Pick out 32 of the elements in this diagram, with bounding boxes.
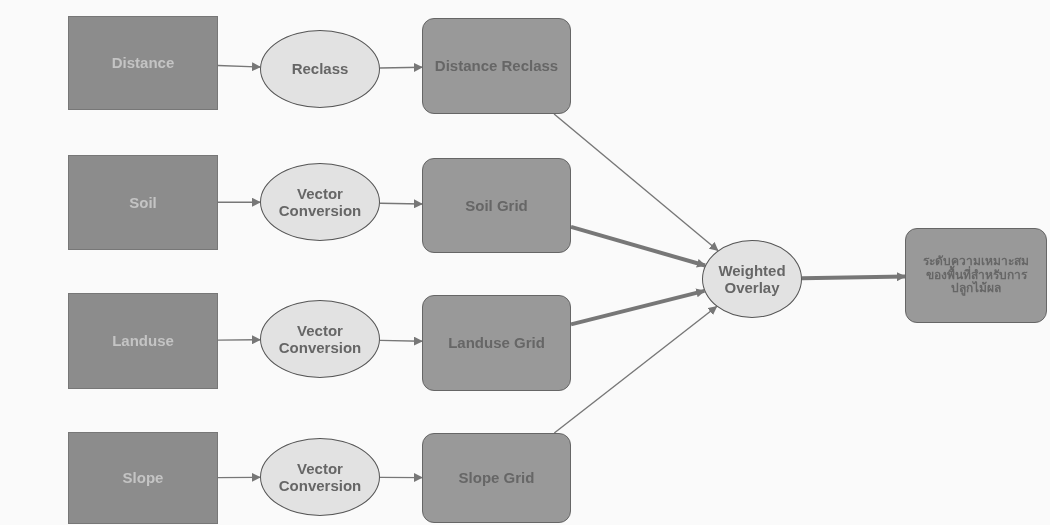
output-box bbox=[422, 295, 571, 391]
arrow bbox=[553, 305, 718, 434]
output-box bbox=[905, 228, 1047, 323]
node-label: Vector Conversion bbox=[277, 459, 363, 495]
node-label: Vector Conversion bbox=[277, 184, 363, 220]
arrow bbox=[379, 62, 423, 72]
arrow bbox=[379, 336, 423, 346]
data-layer-box bbox=[68, 293, 218, 389]
arrow bbox=[553, 113, 719, 252]
node-label: Vector Conversion bbox=[277, 321, 363, 357]
arrow bbox=[379, 199, 423, 209]
node-label: Distance bbox=[110, 54, 176, 72]
data-layer-box bbox=[68, 155, 218, 250]
data-layer-box bbox=[68, 432, 218, 524]
process-ellipse bbox=[702, 240, 802, 318]
node-label: Weighted Overlay bbox=[717, 261, 787, 297]
arrow bbox=[801, 272, 906, 282]
arrow bbox=[217, 335, 261, 345]
arrow bbox=[217, 472, 261, 482]
arrow bbox=[217, 62, 261, 72]
node-label: Landuse bbox=[111, 332, 175, 350]
output-box bbox=[422, 433, 571, 523]
arrow bbox=[570, 288, 706, 327]
output-box bbox=[422, 158, 571, 253]
data-layer-box bbox=[68, 16, 218, 110]
node-label: Slope bbox=[121, 469, 165, 487]
node-label: Soil bbox=[128, 193, 158, 212]
arrow bbox=[217, 197, 261, 207]
output-box bbox=[422, 18, 571, 114]
arrow bbox=[570, 225, 706, 268]
arrow bbox=[379, 473, 423, 483]
node-label: Reclass bbox=[290, 60, 350, 78]
